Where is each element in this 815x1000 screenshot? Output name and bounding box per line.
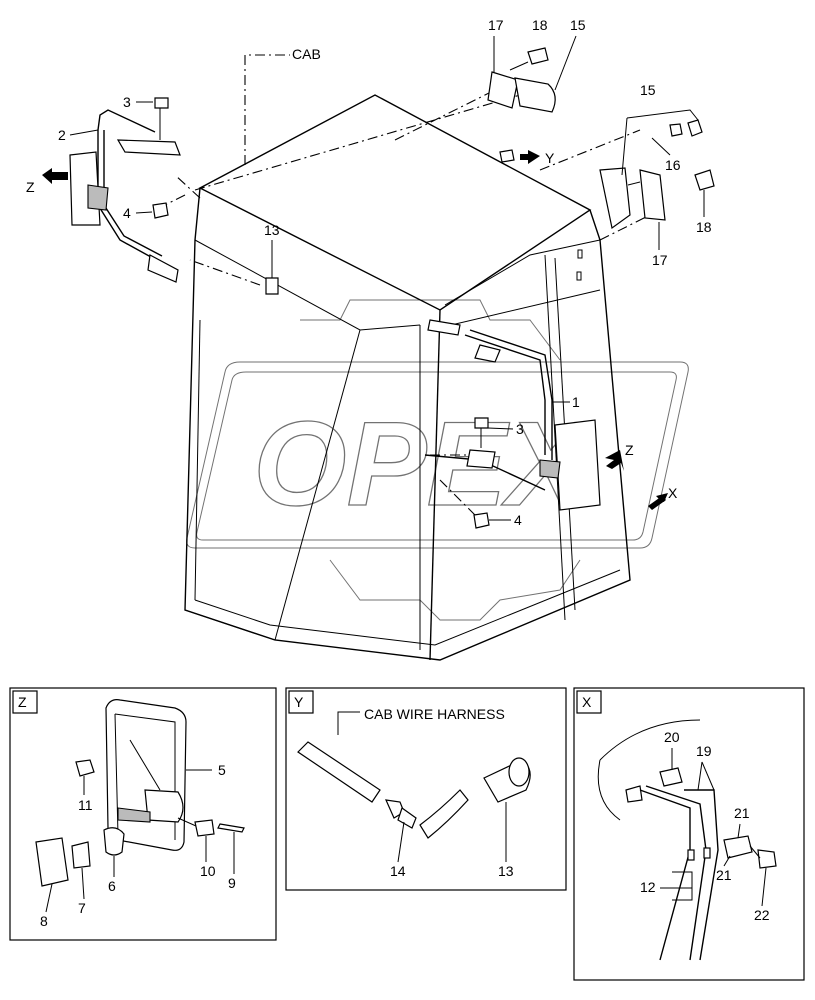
- svg-text:16: 16: [665, 157, 681, 173]
- svg-text:5: 5: [218, 762, 226, 778]
- inset-z-title: Z: [18, 694, 27, 710]
- svg-text:13: 13: [498, 863, 514, 879]
- svg-text:3: 3: [123, 94, 131, 110]
- watermark-text: OPEX: [253, 397, 593, 531]
- svg-text:10: 10: [200, 863, 216, 879]
- svg-text:4: 4: [514, 512, 522, 528]
- svg-text:20: 20: [664, 729, 680, 745]
- cab-label: CAB: [292, 46, 321, 62]
- mirror-left-assembly: [42, 97, 181, 283]
- svg-text:21: 21: [734, 805, 750, 821]
- svg-text:9: 9: [228, 875, 236, 891]
- svg-text:7: 7: [78, 900, 86, 916]
- svg-text:18: 18: [532, 17, 548, 33]
- work-light-right: [599, 119, 715, 230]
- svg-text:12: 12: [640, 879, 656, 895]
- svg-text:2: 2: [58, 127, 66, 143]
- main-callouts: CAB Y Z Z X 17 18 15 3 2 4 15 16 18 17 1…: [26, 17, 712, 528]
- inset-z: Z 5 11 10 9 6 7 8: [9, 687, 277, 941]
- cab-harness-connector: [499, 149, 540, 164]
- inset-y-title: Y: [294, 694, 304, 710]
- work-light-upper: [487, 47, 556, 113]
- mirror-right-assembly: [424, 319, 668, 529]
- svg-text:19: 19: [696, 743, 712, 759]
- inset-x: X 20 19 21 21 22 12: [573, 687, 805, 981]
- svg-text:11: 11: [78, 797, 93, 813]
- svg-text:8: 8: [40, 913, 48, 929]
- cab-body: [184, 94, 631, 661]
- svg-text:15: 15: [640, 82, 656, 98]
- svg-text:14: 14: [390, 863, 406, 879]
- svg-text:21: 21: [716, 867, 732, 883]
- inset-y: Y CAB WIRE HARNESS 14 13: [285, 687, 567, 891]
- arrow-z-right-label: Z: [625, 442, 634, 458]
- svg-text:13: 13: [264, 222, 280, 238]
- svg-text:3: 3: [516, 421, 524, 437]
- cab-wire-harness-label: CAB WIRE HARNESS: [364, 706, 505, 722]
- svg-text:4: 4: [123, 205, 131, 221]
- svg-text:18: 18: [696, 219, 712, 235]
- svg-text:22: 22: [754, 907, 770, 923]
- arrow-y-label: Y: [545, 150, 555, 166]
- inset-x-title: X: [582, 694, 592, 710]
- svg-text:6: 6: [108, 878, 116, 894]
- svg-text:17: 17: [488, 17, 504, 33]
- arrow-x-label: X: [668, 485, 678, 501]
- svg-text:15: 15: [570, 17, 586, 33]
- arrow-z-left-label: Z: [26, 179, 35, 195]
- opex-watermark: OPEX: [186, 299, 689, 621]
- svg-text:1: 1: [572, 394, 580, 410]
- svg-text:17: 17: [652, 252, 668, 268]
- connector-13: [265, 277, 279, 295]
